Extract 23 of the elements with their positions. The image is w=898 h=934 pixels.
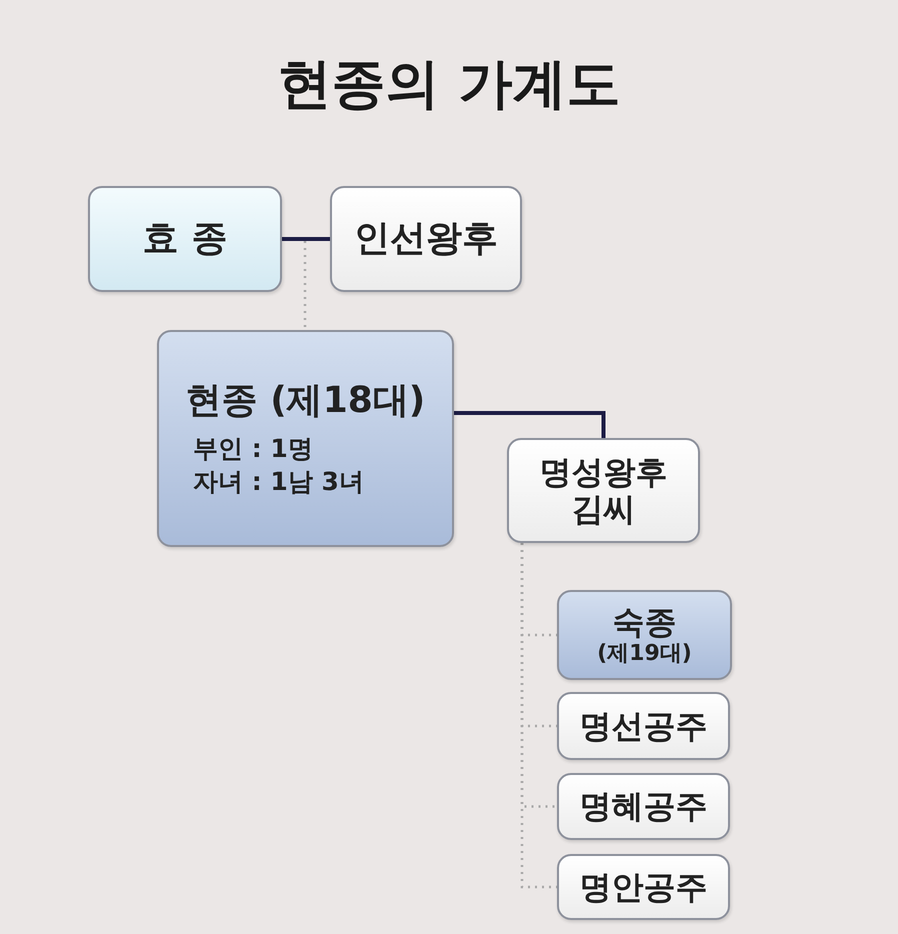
person-box: [507, 438, 700, 543]
name-text: 인선왕후: [354, 218, 498, 260]
person-box: [557, 590, 732, 680]
title: 현종의 가계도: [276, 51, 622, 117]
name-text: 숙종: [612, 604, 676, 641]
king-box: [157, 330, 454, 547]
connector-line: [282, 237, 330, 241]
person-box: [88, 186, 282, 292]
detail-text: (제19대): [597, 640, 692, 666]
name-text: 명선공주: [580, 708, 708, 744]
detail-text: 자녀 : 1남 3녀: [193, 468, 364, 497]
detail-text: 부인 : 1명: [193, 435, 313, 464]
name-text: 명안공주: [580, 868, 708, 906]
person-box: [557, 854, 730, 920]
person-box: [557, 773, 730, 840]
connector-line: [454, 411, 606, 438]
name-text: 효 종: [142, 218, 228, 260]
name-text: 현종 (제18대): [186, 380, 426, 422]
dotted-line: [304, 241, 306, 330]
name-text: 명혜공주: [580, 788, 708, 825]
person-box: [330, 186, 522, 292]
name-text: 명성왕후 김씨: [538, 454, 668, 528]
person-box: [557, 692, 730, 760]
